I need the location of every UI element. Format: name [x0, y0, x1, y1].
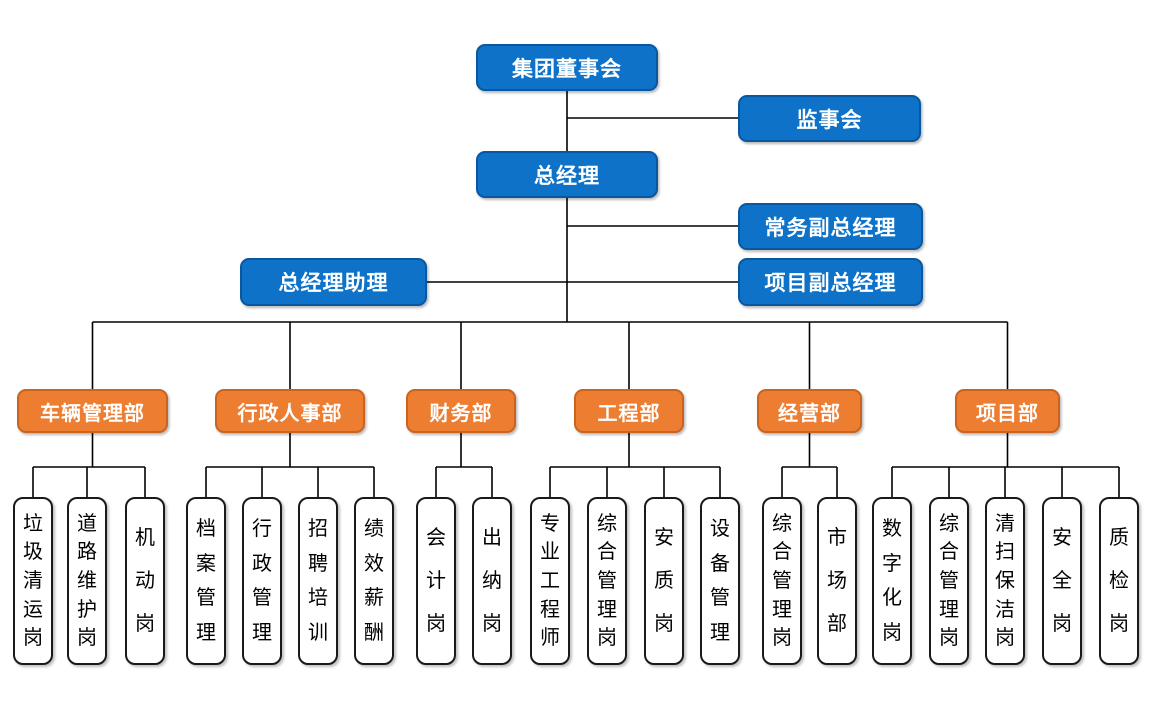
post-archives-management: 档案管理 — [186, 497, 226, 665]
dept-business: 经营部 — [757, 389, 862, 433]
post-general-management-biz: 综合管理岗 — [762, 497, 802, 665]
post-market: 市场部 — [817, 497, 857, 665]
dept-vehicle-management: 车辆管理部 — [17, 389, 168, 433]
node-gm-assistant: 总经理助理 — [240, 258, 427, 306]
post-general-management-eng: 综合管理岗 — [587, 497, 627, 665]
node-project-deputy-gm: 项目副总经理 — [738, 258, 923, 306]
post-road-maintenance: 道路维护岗 — [67, 497, 107, 665]
post-recruitment-training: 招聘培训 — [298, 497, 338, 665]
post-cleaning: 清扫保洁岗 — [985, 497, 1025, 665]
post-safety: 安全岗 — [1042, 497, 1082, 665]
node-supervisory-board: 监事会 — [738, 95, 921, 142]
node-general-manager: 总经理 — [476, 151, 658, 198]
dept-project: 项目部 — [955, 389, 1060, 433]
post-mobile: 机动岗 — [125, 497, 165, 665]
post-safety-quality: 安质岗 — [644, 497, 684, 665]
post-performance-compensation: 绩效薪酬 — [354, 497, 394, 665]
post-quality-inspection: 质检岗 — [1099, 497, 1139, 665]
post-general-management-proj: 综合管理岗 — [929, 497, 969, 665]
post-professional-engineer: 专业工程师 — [530, 497, 570, 665]
post-equipment-management: 设备管理 — [700, 497, 740, 665]
post-accounting: 会计岗 — [416, 497, 456, 665]
post-cashier: 出纳岗 — [472, 497, 512, 665]
dept-admin-hr: 行政人事部 — [215, 389, 365, 433]
dept-engineering: 工程部 — [574, 389, 684, 433]
node-board: 集团董事会 — [476, 44, 658, 91]
post-digitalization: 数字化岗 — [872, 497, 912, 665]
node-executive-deputy-gm: 常务副总经理 — [738, 203, 923, 250]
dept-finance: 财务部 — [406, 389, 516, 433]
post-administration-management: 行政管理 — [242, 497, 282, 665]
post-garbage-removal: 垃圾清运岗 — [13, 497, 53, 665]
